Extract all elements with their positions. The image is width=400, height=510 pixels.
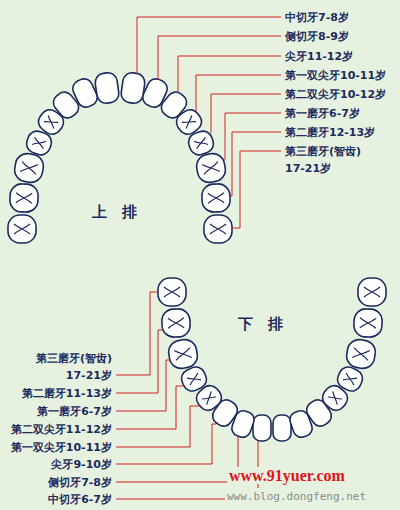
leader-line [116, 437, 238, 482]
tooth-groove [168, 318, 184, 329]
tooth-groove [187, 373, 201, 385]
tooth-groove [14, 224, 30, 234]
tooth-groove [328, 391, 342, 404]
tooth-groove [194, 137, 208, 148]
tooth-outline [10, 184, 39, 213]
tooth-label: 第一双尖牙10-11岁 [285, 67, 397, 84]
tooth [273, 415, 291, 441]
tooth-label: 第一磨牙6-7岁 [285, 105, 397, 122]
tooth-outline [94, 72, 120, 105]
tooth-label: 第三磨牙(智齿) 17-21岁 [18, 350, 112, 384]
tooth-outline [158, 278, 186, 306]
leader-lines [116, 17, 281, 499]
tooth-label: 侧切牙7-8岁 [0, 474, 112, 491]
tooth-label: 中切牙7-8岁 [285, 9, 397, 26]
tooth-label: 第一双尖牙10-11岁 [0, 439, 112, 456]
arch-title: 下 排 [238, 316, 298, 333]
tooth-outline [162, 309, 191, 338]
tooth [162, 309, 191, 338]
leader-line [116, 292, 158, 375]
tooth-groove [208, 193, 224, 204]
tooth-outline [253, 415, 271, 441]
tooth [120, 72, 146, 105]
tooth-groove [343, 373, 357, 385]
tooth [195, 152, 227, 184]
watermark: www.91yuer.com [227, 467, 347, 484]
tooth [94, 72, 120, 105]
tooth [8, 215, 36, 243]
tooth [202, 184, 231, 213]
tooth-groove [360, 318, 376, 329]
tooth-groove [44, 115, 58, 128]
tooth-groove [20, 162, 37, 175]
leader-line [137, 17, 281, 74]
tooth-outline [202, 184, 231, 213]
tooth-label: 第二磨牙12-13岁 [285, 124, 397, 141]
leader-line [225, 113, 281, 160]
tooth-label: 侧切牙8-9岁 [285, 28, 397, 45]
tooth-outline [195, 152, 227, 184]
tooth-outline [358, 278, 386, 306]
tooth-label: 第一磨牙6-7岁 [0, 403, 112, 420]
tooth-outline [204, 215, 232, 243]
tooth-label: 中切牙6-7岁 [0, 491, 112, 508]
tooth [167, 338, 199, 370]
tooth-outline [13, 152, 45, 184]
tooth-label: 第三磨牙(智齿) 17-21岁 [285, 143, 377, 177]
tooth-label: 第二双尖牙10-12岁 [285, 86, 397, 103]
leader-line [158, 36, 281, 80]
arch-title: 上 排 [92, 204, 152, 221]
tooth [10, 184, 39, 213]
tooth [158, 278, 186, 306]
leader-line [116, 386, 184, 429]
tooth-groove [202, 162, 219, 175]
tooth [13, 152, 45, 184]
leader-line [196, 75, 281, 111]
tooth-groove [16, 193, 32, 204]
tooth-groove [164, 287, 180, 297]
tooth [358, 278, 386, 306]
tooth-groove [352, 348, 369, 361]
tooth-groove [202, 391, 216, 404]
tooth [204, 215, 232, 243]
tooth-outline [354, 309, 383, 338]
leader-line [232, 151, 281, 228]
tooth-groove [210, 224, 226, 234]
tooth-outline [345, 338, 377, 370]
tooth-groove [182, 115, 196, 128]
tooth-outline [8, 215, 36, 243]
leader-line [116, 406, 200, 447]
tooth [345, 338, 377, 370]
tooth-groove [174, 348, 191, 361]
tooth-groove [364, 287, 380, 297]
leader-line [178, 56, 281, 92]
tooth [354, 309, 383, 338]
leader-line [116, 424, 216, 464]
tooth-label: 尖牙11-12岁 [285, 48, 397, 65]
tooth-groove [32, 137, 46, 148]
leader-line [230, 132, 281, 196]
tooth-label: 第二双尖牙11-12岁 [0, 421, 112, 438]
tooth-outline [273, 415, 291, 441]
tooth-outline [167, 338, 199, 370]
tooth-outline [120, 72, 146, 105]
tooth-label: 尖牙9-10岁 [0, 456, 112, 473]
tooth [253, 415, 271, 441]
leader-line [116, 360, 170, 411]
watermark: www.blog.dongfeng.net [225, 488, 368, 505]
leader-line [116, 330, 162, 393]
tooth-label: 第二磨牙11-13岁 [0, 385, 112, 402]
